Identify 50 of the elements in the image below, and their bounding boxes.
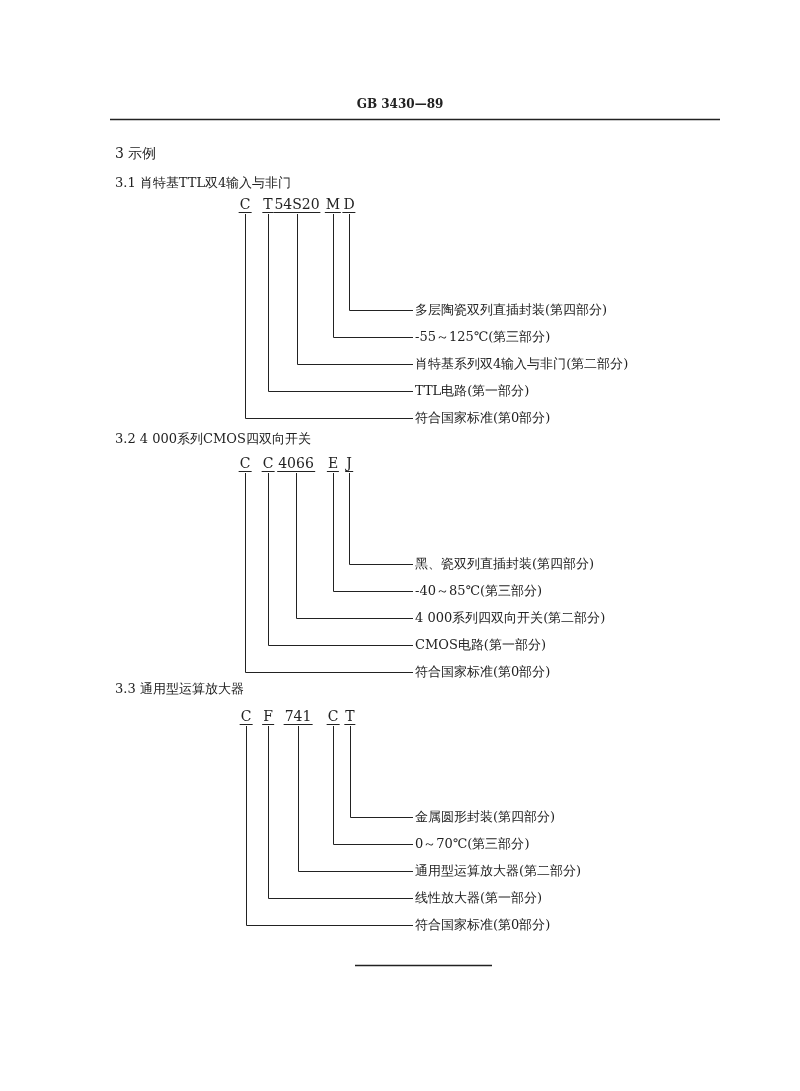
- segment-description: 4 000系列四双向开关(第二部分): [413, 610, 608, 626]
- leader-line: [349, 213, 414, 311]
- header-text: GB 3430—89: [356, 97, 444, 111]
- section-heading: 3.2 4 000系列CMOS四双向开关: [115, 430, 311, 448]
- section-heading: 3.3 通用型运算放大器: [115, 680, 244, 698]
- leader-line: [268, 725, 414, 899]
- leader-line: [246, 725, 414, 926]
- code-segment: F: [262, 708, 274, 725]
- segment-description: 符合国家标准(第0部分): [413, 664, 553, 680]
- code-segment: 54S20: [273, 196, 321, 213]
- leader-line: [297, 213, 414, 365]
- segment-description: 符合国家标准(第0部分): [413, 917, 553, 933]
- leader-line: [349, 472, 414, 565]
- code-segment: C: [261, 455, 275, 472]
- leader-line: [268, 213, 414, 392]
- code-segment: E: [326, 455, 340, 472]
- code-segment: J: [345, 455, 353, 472]
- segment-description: 符合国家标准(第0部分): [413, 410, 553, 426]
- leader-line: [333, 725, 414, 845]
- code-segment: T: [262, 196, 274, 213]
- leader-line: [245, 213, 414, 419]
- segment-description: 通用型运算放大器(第二部分): [413, 863, 584, 879]
- leader-line: [333, 472, 414, 592]
- segment-description: 黑、瓷双列直插封装(第四部分): [413, 556, 597, 572]
- section-heading: 3 示例: [115, 145, 157, 163]
- segment-description: 肖特基系列双4输入与非门(第二部分): [413, 356, 631, 372]
- segment-description: 多层陶瓷双列直插封装(第四部分): [413, 302, 610, 318]
- code-segment: 741: [283, 708, 313, 725]
- leader-line: [350, 725, 414, 818]
- segment-description: -40～85℃(第三部分): [413, 583, 545, 599]
- leader-line: [296, 472, 414, 619]
- leader-line: [268, 472, 414, 646]
- segment-description: CMOS电路(第一部分): [413, 637, 548, 653]
- segment-description: 金属圆形封装(第四部分): [413, 809, 558, 825]
- segment-description: -55～125℃(第三部分): [413, 329, 553, 345]
- segment-description: 线性放大器(第一部分): [413, 890, 545, 906]
- section-heading: 3.1 肖特基TTL双4输入与非门: [115, 174, 292, 192]
- leader-line: [333, 213, 414, 338]
- code-segment: 4066: [277, 455, 315, 472]
- code-segment: M: [324, 196, 342, 213]
- code-segment: C: [326, 708, 340, 725]
- code-segment: D: [342, 196, 356, 213]
- code-segment: C: [238, 196, 252, 213]
- code-segment: C: [238, 455, 252, 472]
- segment-description: 0～70℃(第三部分): [413, 836, 532, 852]
- code-segment: C: [239, 708, 253, 725]
- leader-line: [245, 472, 414, 673]
- code-segment: T: [344, 708, 356, 725]
- leader-line: [298, 725, 414, 872]
- segment-description: TTL电路(第一部分): [413, 383, 532, 399]
